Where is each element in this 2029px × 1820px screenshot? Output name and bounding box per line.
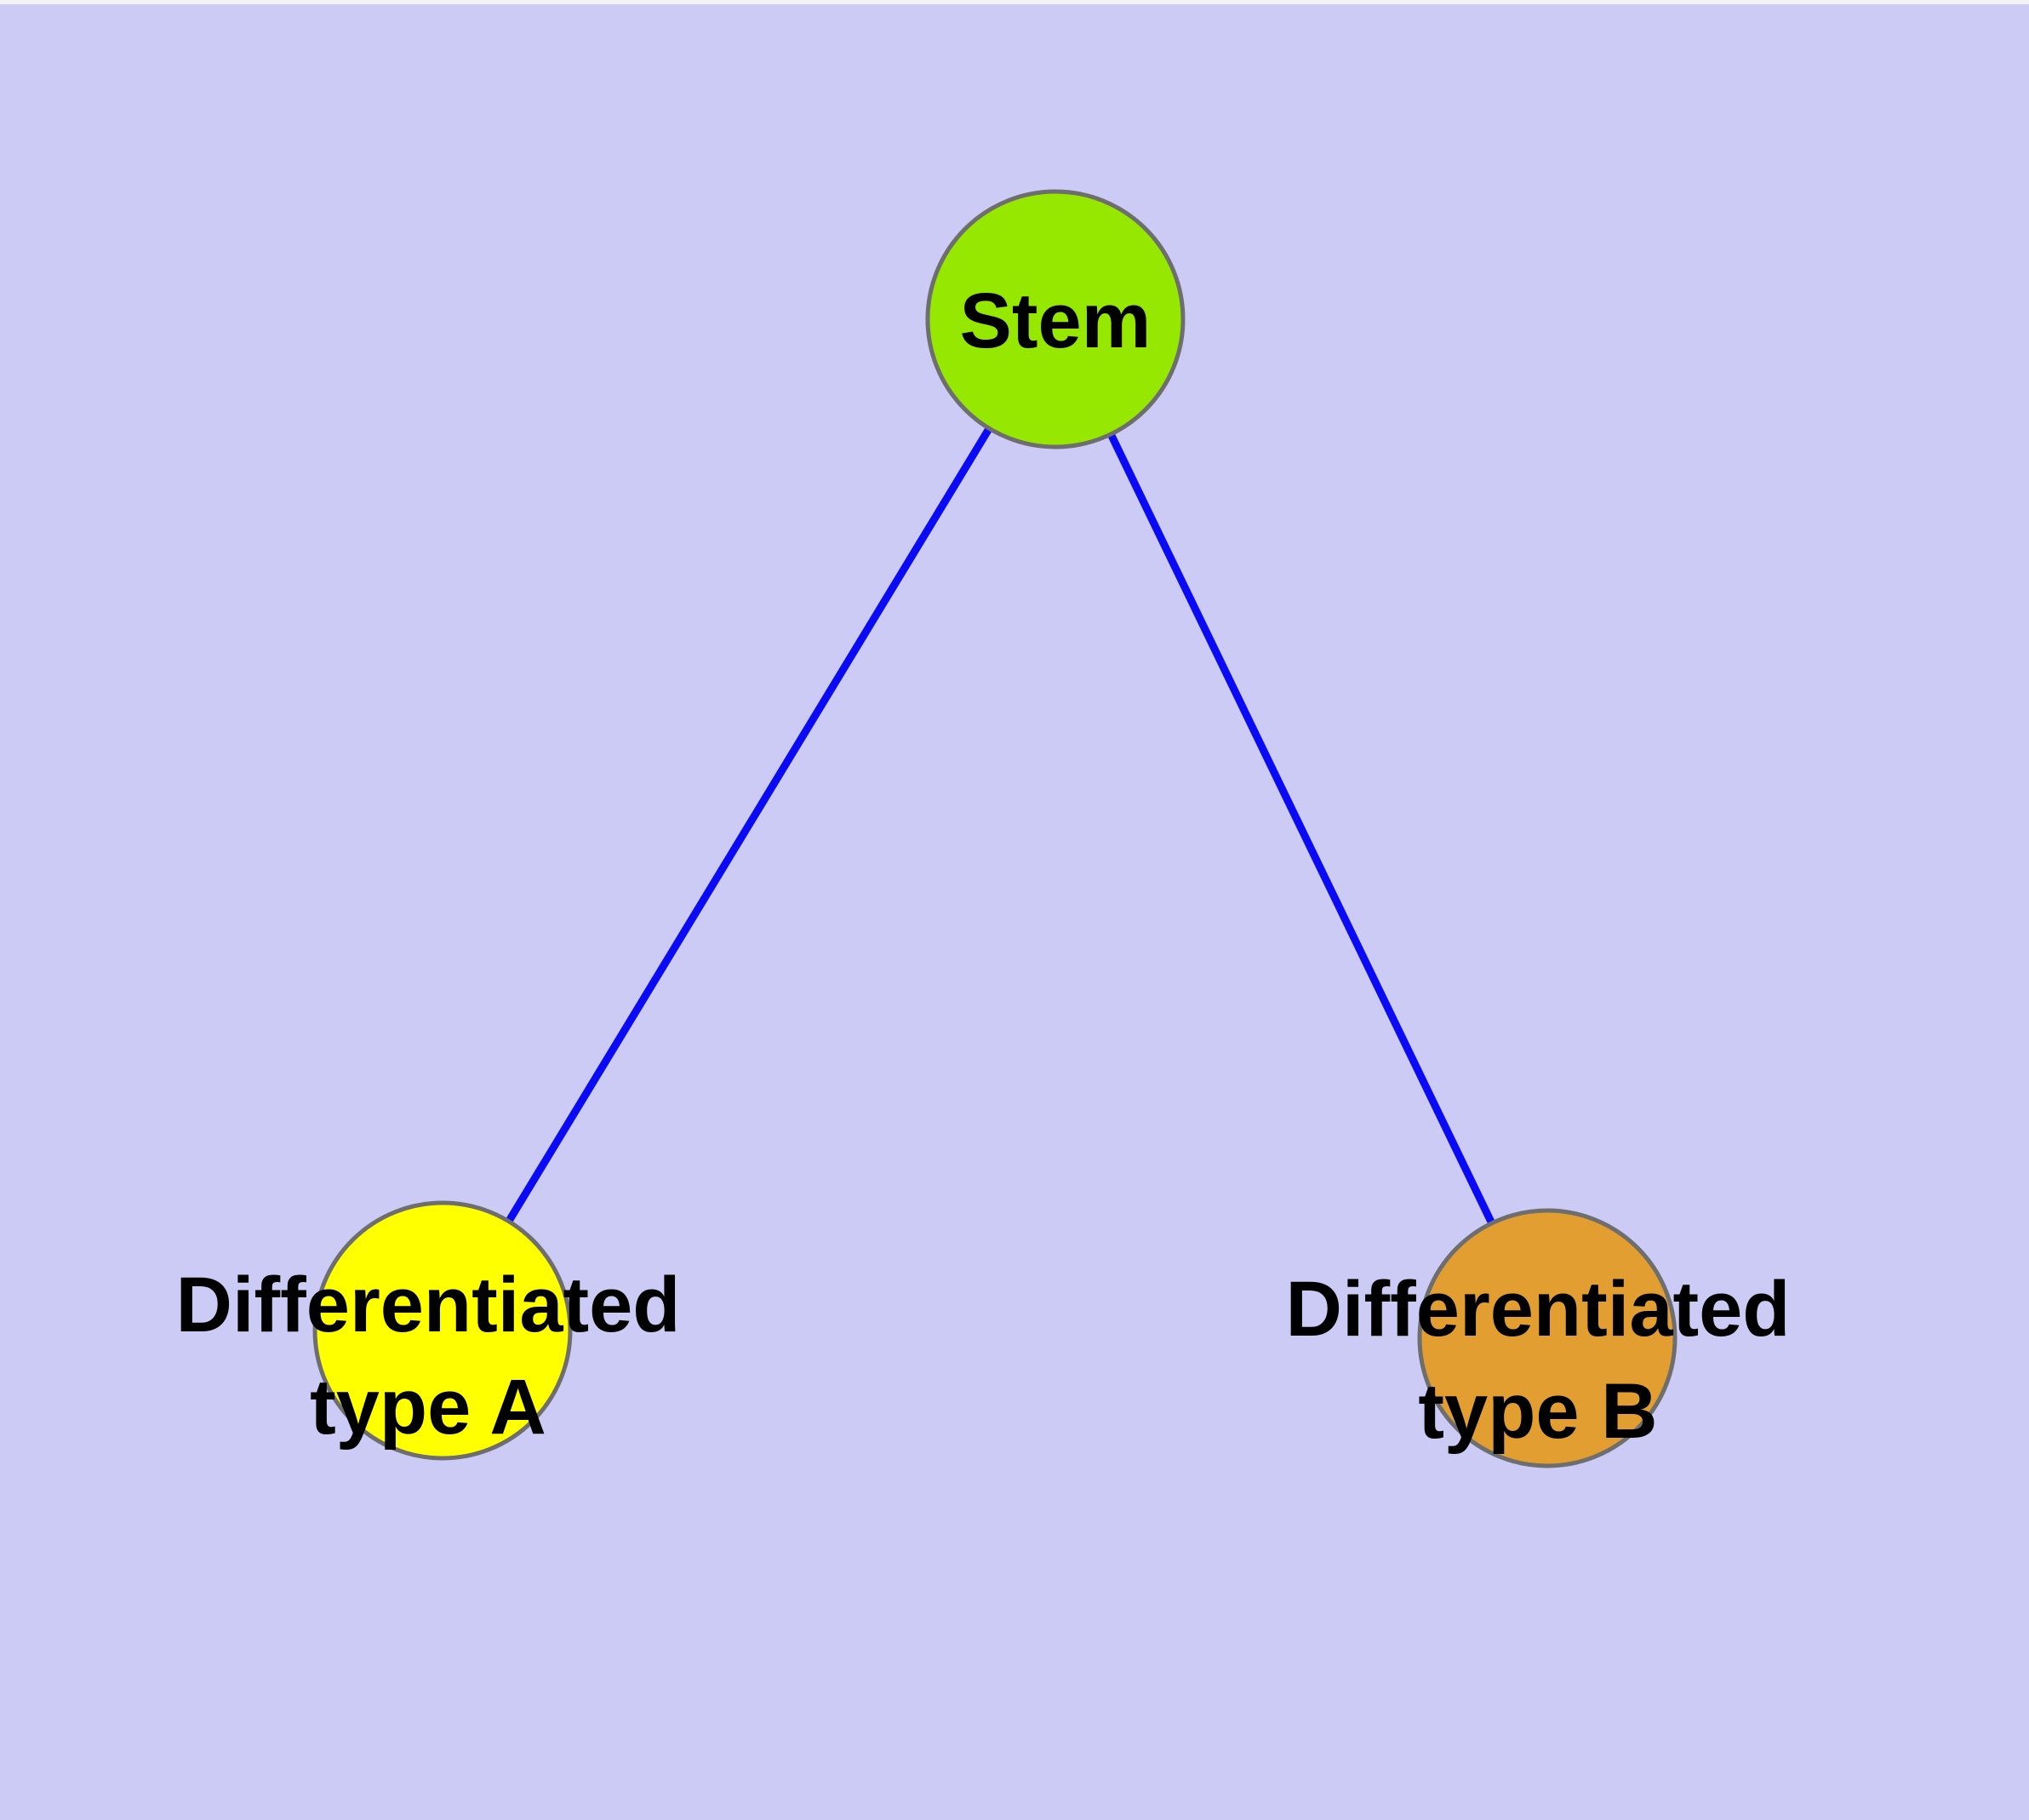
top-edge-strip <box>0 0 2029 4</box>
node-stem: Stem <box>925 189 1186 449</box>
node-stem-circle <box>925 189 1186 449</box>
node-type-a-circle <box>312 1200 573 1461</box>
node-type-b-label-line-2: type B <box>1418 1368 1657 1455</box>
node-type-a-label-line-2: type A <box>310 1364 546 1451</box>
edge-group <box>439 317 1552 1340</box>
node-differentiated-type-a: Differentiated type A <box>176 1200 681 1461</box>
node-differentiated-type-b: Differentiated type B <box>1286 1208 1791 1468</box>
node-stem-label: Stem <box>960 278 1152 364</box>
node-type-b-label-line-1: Differentiated <box>1286 1266 1791 1353</box>
edge-stem-to-type-b <box>1051 318 1552 1340</box>
node-type-b-circle <box>1417 1208 1677 1468</box>
edge-stem-to-type-a <box>439 317 1059 1333</box>
node-type-a-label-line-1: Differentiated <box>176 1262 681 1348</box>
